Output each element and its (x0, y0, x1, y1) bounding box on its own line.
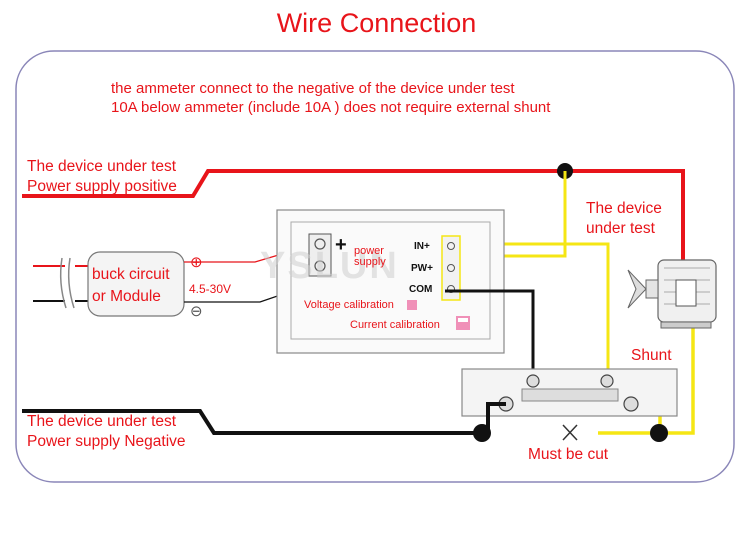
voltage-calibration-label: Voltage calibration (304, 299, 394, 311)
terminal-com-label: COM (409, 284, 433, 295)
positive-supply-wire (22, 169, 685, 290)
positive-supply-label-1: The device under test (27, 158, 177, 175)
com-to-shunt-wire (445, 289, 535, 376)
meter-inner (290, 221, 491, 340)
note-line-1: the ammeter connect to the negative of t… (111, 80, 515, 97)
negative-supply-label-2: Power supply Negative (27, 433, 186, 450)
must-be-cut-label: Must be cut (528, 446, 609, 463)
device-label-2: under test (586, 220, 655, 237)
break-mark-2 (67, 257, 75, 309)
note-line-2: 10A below ammeter (include 10A ) does no… (111, 99, 551, 116)
power-label-1: power (354, 245, 384, 257)
buck-module-box (87, 251, 185, 317)
module-minus-icon: ⊖ (190, 303, 203, 320)
cut-x-mark (562, 424, 578, 441)
power-plus-sign: + (335, 234, 347, 256)
pw-to-shunt-wire (463, 242, 610, 376)
module-label-1: buck circuit (92, 266, 170, 283)
negative-supply-wire (22, 409, 480, 435)
negative-supply-label-1: The device under test (27, 413, 177, 430)
terminal-pw-label: PW+ (411, 263, 433, 274)
break-mark-1 (59, 257, 67, 309)
shunt-output-dot (650, 424, 668, 442)
page-title: Wire Connection (276, 8, 477, 38)
device-label-1: The device (586, 200, 662, 217)
positive-supply-label-2: Power supply positive (27, 178, 177, 195)
module-voltage: 4.5-30V (189, 282, 232, 296)
power-label-2: supply (354, 256, 386, 268)
device-return-wire (660, 300, 695, 435)
signal-terminal-block (441, 235, 461, 301)
shunt-label: Shunt (631, 347, 672, 364)
current-calibration-label: Current calibration (350, 319, 440, 331)
motor-device (627, 259, 717, 329)
voltage-calibration-pot (407, 300, 417, 310)
watermark: YSLUN (260, 245, 399, 287)
module-label-2: or Module (92, 288, 161, 305)
diagram-frame (15, 50, 735, 483)
module-plus-icon: ⊕ (190, 254, 203, 271)
shunt-to-negative-junction-wire (486, 402, 506, 433)
negative-junction-dot (473, 424, 491, 442)
terminal-in-label: IN+ (414, 241, 430, 252)
shunt-element (521, 388, 619, 402)
